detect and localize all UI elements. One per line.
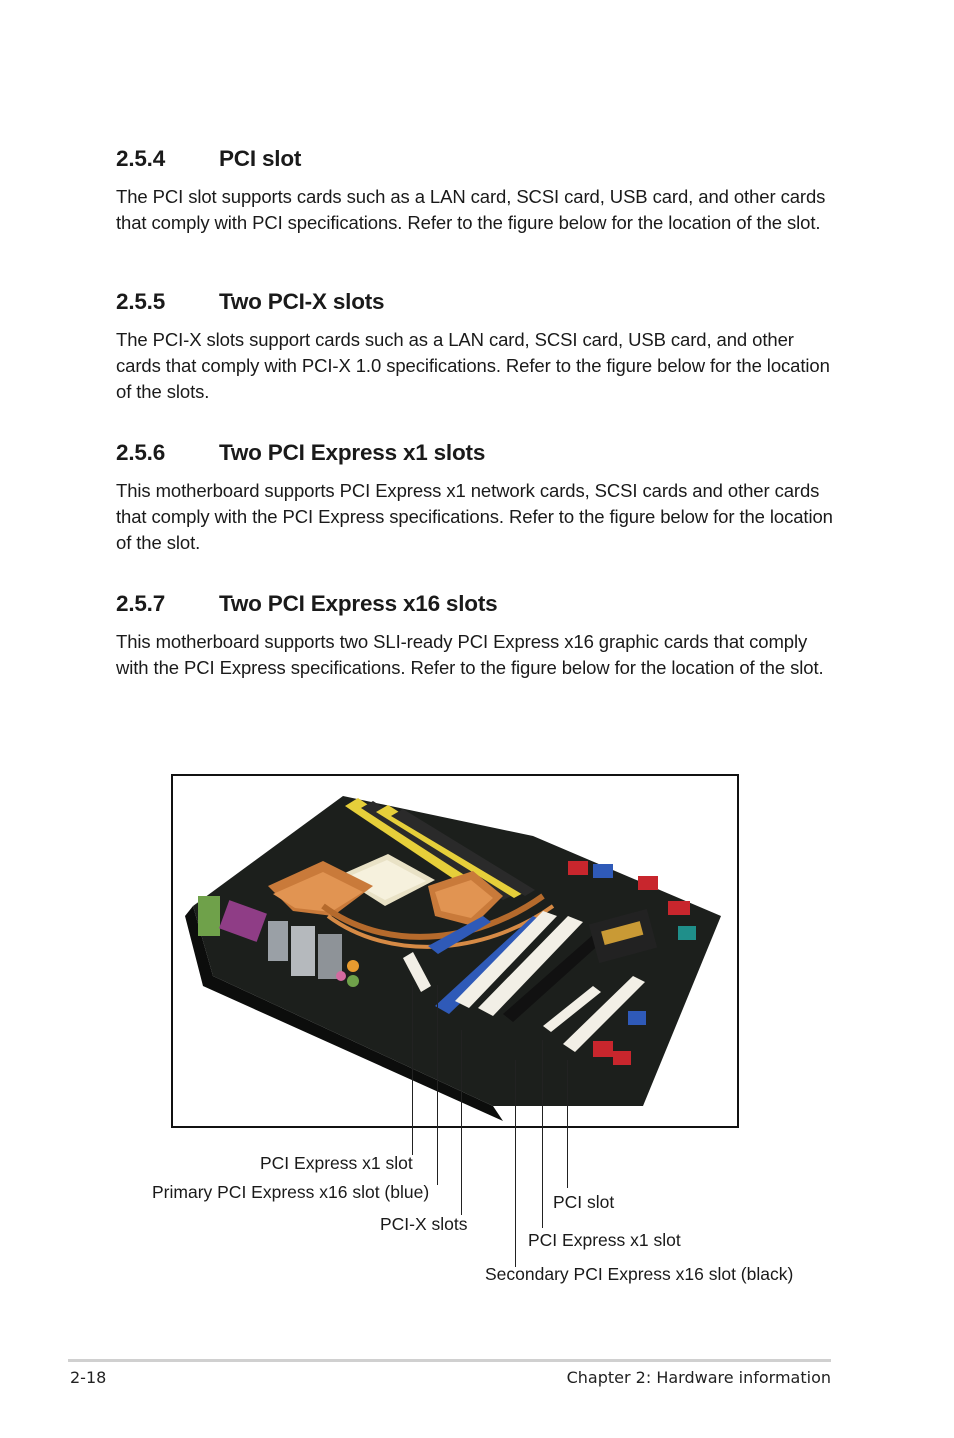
- section-body: This motherboard supports PCI Express x1…: [116, 480, 833, 553]
- section-number: 2.5.6: [116, 440, 166, 465]
- callout-pcie-x16-primary: Primary PCI Express x16 slot (blue): [152, 1182, 430, 1202]
- section-body: This motherboard supports two SLI-ready …: [116, 631, 824, 678]
- section-heading: 2.5.7 Two PCI Express x16 slots: [116, 591, 836, 621]
- callout-pcie-x16-secondary: Secondary PCI Express x16 slot (black): [485, 1264, 794, 1284]
- pcie-x1-slot-right: [543, 986, 601, 1032]
- section-pcie-x1-slots: 2.5.6 Two PCI Express x1 slots This moth…: [116, 440, 836, 556]
- section-body: The PCI-X slots support cards such as a …: [116, 329, 830, 402]
- leader-line: [461, 1030, 463, 1215]
- leader-line: [437, 985, 439, 1185]
- callout-pcie-x1-right: PCI Express x1 slot: [528, 1230, 681, 1250]
- motherboard-figure: [171, 774, 739, 1128]
- pcie-x1-slot-left: [403, 952, 431, 992]
- section-number: 2.5.4: [116, 146, 166, 171]
- section-pci-x-slots: 2.5.5 Two PCI-X slots The PCI-X slots su…: [116, 289, 836, 405]
- heatsink-assembly: [268, 861, 555, 949]
- section-number: 2.5.5: [116, 289, 166, 314]
- callout-pcix-slots: PCI-X slots: [380, 1214, 468, 1234]
- pci-slot: [563, 976, 645, 1052]
- leader-line: [515, 1060, 517, 1267]
- section-pcie-x16-slots: 2.5.7 Two PCI Express x16 slots This mot…: [116, 591, 836, 681]
- section-title: PCI slot: [219, 146, 302, 171]
- section-pci-slot: 2.5.4 PCI slot The PCI slot supports car…: [116, 146, 836, 236]
- section-title: Two PCI Express x16 slots: [219, 591, 498, 616]
- pci-x-slot-2: [478, 916, 583, 1016]
- pcie-x16-slot-secondary: [503, 926, 613, 1022]
- rear-io-panel: [198, 896, 359, 987]
- leader-line: [542, 1040, 544, 1228]
- expansion-slots: [403, 911, 645, 1052]
- pcb-edge: [185, 906, 503, 1121]
- callout-pcie-x1-left: PCI Express x1 slot: [260, 1153, 413, 1173]
- footer-rule: [68, 1359, 831, 1362]
- leader-line: [412, 985, 414, 1155]
- motherboard-illustration: [185, 796, 721, 1121]
- section-body: The PCI slot supports cards such as a LA…: [116, 186, 826, 233]
- section-number: 2.5.7: [116, 591, 166, 616]
- section-title: Two PCI Express x1 slots: [219, 440, 486, 465]
- section-heading: 2.5.4 PCI slot: [116, 146, 836, 176]
- chapter-title: Chapter 2: Hardware information: [566, 1368, 831, 1387]
- section-title: Two PCI-X slots: [219, 289, 385, 314]
- pci-x-slot-1: [455, 911, 557, 1008]
- cpu-socket: [338, 854, 435, 906]
- pcie-x16-slot-primary: [428, 916, 491, 954]
- sata-connectors: [568, 861, 696, 1065]
- page-number: 2-18: [70, 1368, 107, 1387]
- leader-line: [567, 1060, 569, 1188]
- section-heading: 2.5.5 Two PCI-X slots: [116, 289, 836, 319]
- section-heading: 2.5.6 Two PCI Express x1 slots: [116, 440, 836, 470]
- callout-pci-slot: PCI slot: [553, 1192, 615, 1212]
